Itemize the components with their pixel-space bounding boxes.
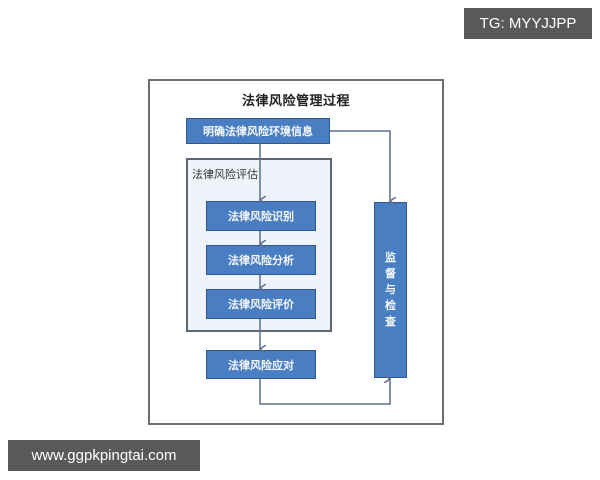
node-monitor-char: 查 xyxy=(385,315,396,328)
node-analyze-label: 法律风险分析 xyxy=(228,254,294,267)
watermark-tg: TG: MYYJJPP xyxy=(464,8,592,39)
node-analyze: 法律风险分析 xyxy=(206,245,316,275)
node-identify-label: 法律风险识别 xyxy=(228,210,294,223)
watermark-url: www.ggpkpingtai.com xyxy=(8,440,200,471)
node-respond: 法律风险应对 xyxy=(206,350,316,379)
diagram-title: 法律风险管理过程 xyxy=(241,94,350,109)
node-monitor-char: 督 xyxy=(385,267,396,280)
node-context-label: 明确法律风险环境信息 xyxy=(203,125,313,138)
node-monitor-char: 监 xyxy=(385,251,396,264)
assessment-group-label: 法律风险评估 xyxy=(192,168,258,181)
node-monitor-char: 与 xyxy=(385,283,396,296)
node-respond-label: 法律风险应对 xyxy=(228,358,294,372)
node-evaluate: 法律风险评价 xyxy=(206,289,316,319)
node-identify: 法律风险识别 xyxy=(206,201,316,231)
node-monitor-char: 检 xyxy=(385,299,396,312)
watermark-url-text: www.ggpkpingtai.com xyxy=(31,447,177,464)
node-context: 明确法律风险环境信息 xyxy=(186,118,330,144)
watermark-tg-text: TG: MYYJJPP xyxy=(479,15,577,32)
node-evaluate-label: 法律风险评价 xyxy=(228,298,294,311)
node-monitor: 监 督 与 检 查 xyxy=(374,202,407,378)
